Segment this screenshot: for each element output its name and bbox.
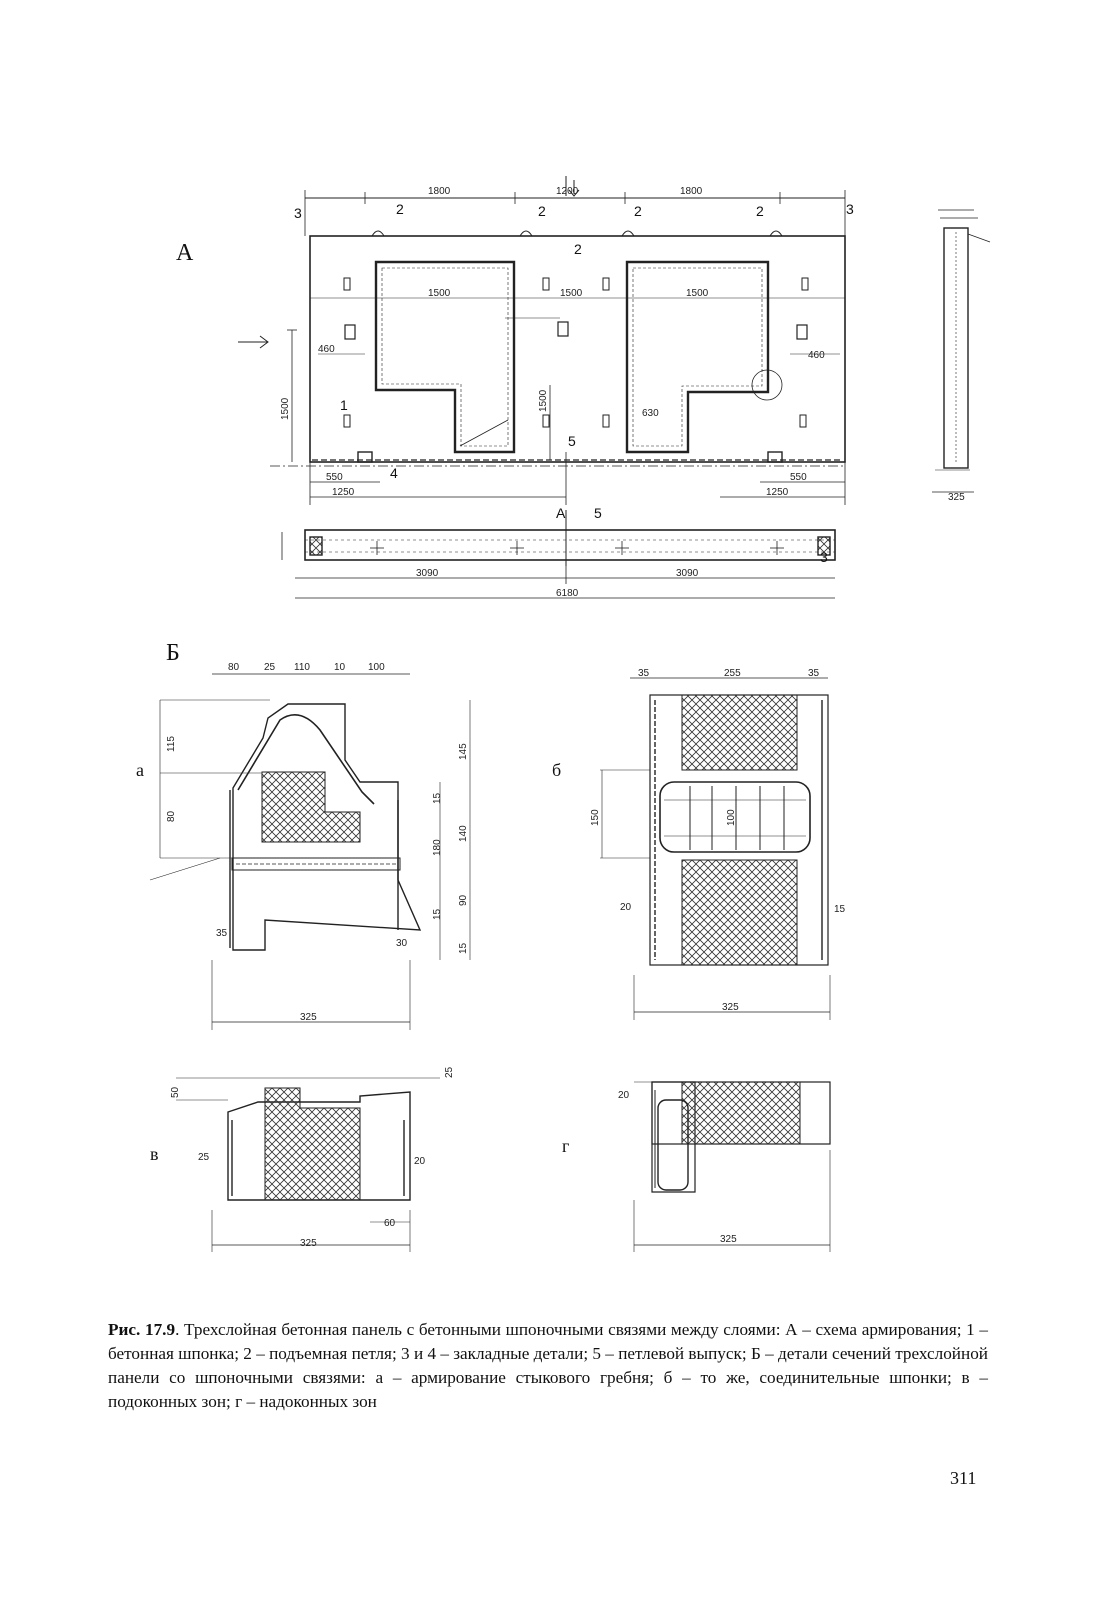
dim-c-255: 255	[724, 668, 741, 679]
dim-b-115: 115	[166, 736, 177, 752]
dim-d-25b: 25	[198, 1152, 210, 1163]
panel-a-plan	[281, 510, 836, 599]
panel-a-side-section	[932, 209, 991, 493]
dim-d-25: 25	[444, 1066, 455, 1078]
dim-overall-total: 6180	[556, 588, 579, 599]
dim-c-100: 100	[726, 809, 737, 826]
dim-b-90: 90	[458, 894, 469, 906]
dim-b-325: 325	[300, 1012, 317, 1023]
dim-top-1: 1800	[428, 186, 451, 197]
panel-a-label: А	[176, 240, 194, 266]
dim-b-140: 140	[458, 825, 469, 842]
dim-b-110: 110	[294, 662, 310, 673]
caption-label: Рис. 17.9	[108, 1320, 176, 1339]
dim-b-15c: 15	[458, 942, 469, 954]
dim-d-50: 50	[170, 1086, 181, 1098]
callout-2c: 2	[634, 203, 642, 219]
dim-d-20: 20	[414, 1156, 426, 1167]
detail-a-joint-ridge	[149, 673, 471, 1030]
dim-win-3: 1500	[686, 288, 709, 299]
panel-b-label: Б	[166, 640, 180, 666]
dim-mid-height: 1500	[538, 389, 549, 412]
dim-top-3: 1800	[680, 186, 703, 197]
dim-win-2: 1500	[560, 288, 583, 299]
dim-top-2: 1200	[556, 186, 579, 197]
dim-b-100: 100	[368, 662, 385, 673]
dim-630: 630	[642, 408, 659, 419]
dim-460-left: 460	[318, 344, 335, 355]
dim-bot-r1: 550	[790, 472, 807, 483]
callout-3-right: 3	[846, 201, 854, 217]
sub-a-label: а	[136, 760, 144, 780]
callout-2b: 2	[538, 203, 546, 219]
dim-overall-left: 3090	[416, 568, 439, 579]
dim-c-325: 325	[722, 1002, 739, 1013]
dim-b-30: 30	[396, 938, 408, 949]
sub-b-label: б	[552, 760, 561, 780]
dim-c-20: 20	[620, 902, 632, 913]
sub-v-label: в	[150, 1144, 159, 1164]
dim-win-1: 1500	[428, 288, 451, 299]
dim-d-60: 60	[384, 1218, 396, 1229]
dim-e-20: 20	[618, 1090, 630, 1101]
panel-a-elevation	[238, 176, 846, 505]
dim-b-80v: 80	[166, 810, 177, 822]
detail-b-connecting-keys	[600, 677, 831, 1020]
dim-b-180: 180	[432, 839, 443, 856]
dim-c-35a: 35	[638, 668, 650, 679]
callout-3-plan: 3	[820, 549, 828, 565]
callout-1: 1	[340, 397, 348, 413]
section-mark-a: А	[556, 505, 566, 521]
dim-b-10: 10	[334, 662, 346, 673]
dim-c-15: 15	[834, 904, 846, 915]
dim-bot-l1: 550	[326, 472, 343, 483]
callout-2e: 2	[574, 241, 582, 257]
dim-460-right: 460	[808, 350, 825, 361]
detail-v-sill-zone	[176, 1077, 440, 1252]
figure-caption: Рис. 17.9. Трехслойная бетонная панель с…	[108, 1318, 988, 1414]
dim-left-height: 1500	[280, 397, 291, 420]
dim-bot-l2: 1250	[332, 487, 355, 498]
dim-e-325: 325	[720, 1234, 737, 1245]
dim-c-35b: 35	[808, 668, 820, 679]
caption-text: . Трехслойная бетонная панель с бетонным…	[108, 1320, 989, 1411]
detail-g-lintel-zone	[633, 1081, 831, 1252]
sub-g-label: г	[562, 1136, 569, 1156]
dim-b-145: 145	[458, 743, 469, 760]
dim-b-80: 80	[228, 662, 240, 673]
callout-5-plan: 5	[594, 505, 602, 521]
dim-b-15a: 15	[432, 792, 443, 804]
dim-d-325: 325	[300, 1238, 317, 1249]
callout-3-left: 3	[294, 205, 302, 221]
callout-4: 4	[390, 465, 398, 481]
callout-2d: 2	[756, 203, 764, 219]
callout-2a: 2	[396, 201, 404, 217]
dim-bot-r2: 1250	[766, 487, 789, 498]
dim-b-15b: 15	[432, 908, 443, 920]
dim-b-35: 35	[216, 928, 228, 939]
dim-overall-right: 3090	[676, 568, 699, 579]
dim-c-150: 150	[590, 809, 601, 826]
dim-side-width: 325	[948, 492, 965, 503]
page-number: 311	[950, 1468, 977, 1488]
callout-5: 5	[568, 433, 576, 449]
dim-b-25: 25	[264, 662, 276, 673]
